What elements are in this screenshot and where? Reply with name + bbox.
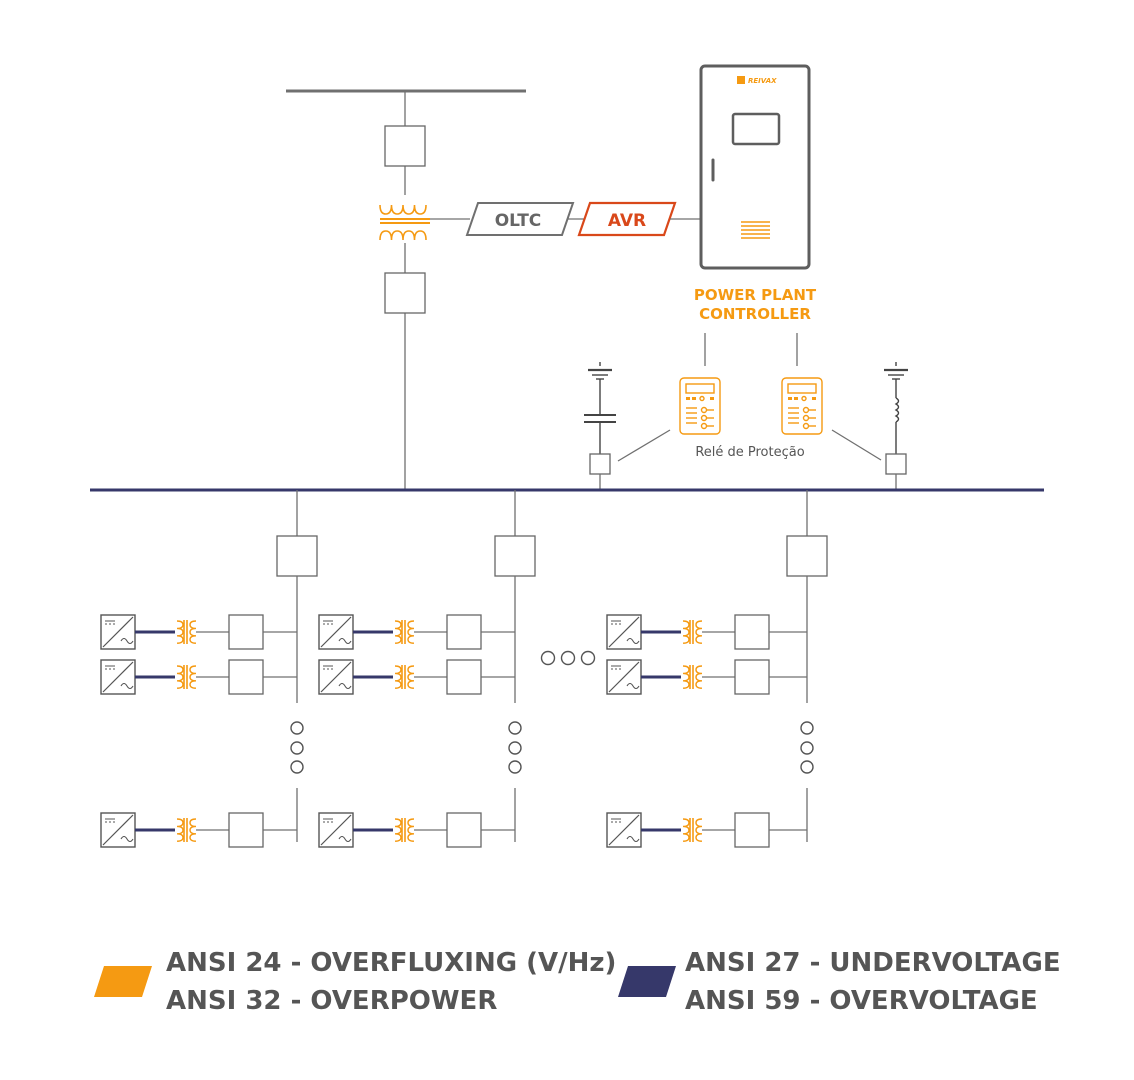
feeder-breaker <box>494 535 536 577</box>
legend-navy-line1: ANSI 27 - UNDERVOLTAGE <box>685 948 1061 978</box>
continuation-dot <box>508 760 522 774</box>
hv-breaker <box>384 125 426 167</box>
inverter-icon <box>606 659 642 695</box>
capacitor-bank-icon <box>584 362 616 454</box>
relay1-capacitor-link <box>617 429 671 462</box>
string-transformer-icon <box>176 818 197 842</box>
brand-logo-icon <box>737 76 745 84</box>
string-transformer-icon <box>682 818 703 842</box>
feeder-3 <box>606 490 828 848</box>
string-transformer-icon <box>682 665 703 689</box>
cabinet-screen <box>731 112 781 146</box>
brand-label: REIVAX <box>748 77 777 85</box>
string-breaker <box>446 614 482 650</box>
relay-label: Relé de Proteção <box>695 445 804 460</box>
controller-label-line1: POWER PLANT <box>694 286 817 304</box>
string-transformer-icon <box>394 818 415 842</box>
continuation-dot <box>290 721 304 735</box>
cabinet-vent-icon <box>741 221 770 239</box>
legend-swatch-orange <box>94 966 152 997</box>
string-breaker <box>734 812 770 848</box>
legend-text-navy: ANSI 27 - UNDERVOLTAGE ANSI 59 - OVERVOL… <box>685 944 1061 1020</box>
string-breaker <box>228 659 264 695</box>
string-breaker <box>228 812 264 848</box>
continuation-dot <box>800 741 814 755</box>
protection-relay-2-icon <box>781 377 823 435</box>
inverter-icon <box>318 812 354 848</box>
inverter-string <box>318 614 515 650</box>
string-breaker <box>446 659 482 695</box>
continuation-dot <box>508 721 522 735</box>
protection-relay-1-icon <box>679 377 721 435</box>
string-transformer-icon <box>176 620 197 644</box>
power-plant-controller-cabinet: REIVAX <box>699 64 811 270</box>
legend-orange-line2: ANSI 32 - OVERPOWER <box>166 986 498 1016</box>
feeder-breaker <box>276 535 318 577</box>
continuation-dot <box>800 721 814 735</box>
continuation-dot <box>800 760 814 774</box>
inverter-string <box>318 812 515 848</box>
inverter-string <box>100 659 297 695</box>
inverter-string <box>318 659 515 695</box>
mv-breaker <box>384 272 426 314</box>
legend-swatch-navy <box>618 966 676 997</box>
reactor-breaker <box>885 453 907 475</box>
diagram-canvas: OLTC AVR REIVAX POWER PLANT CONTROLLER <box>90 64 1044 848</box>
inverter-icon <box>318 659 354 695</box>
inverter-string <box>100 614 297 650</box>
controller-label-line2: CONTROLLER <box>699 305 811 323</box>
inverter-string <box>606 659 807 695</box>
continuation-dot <box>290 741 304 755</box>
legend-orange-line1: ANSI 24 - OVERFLUXING (V/Hz) <box>166 948 617 978</box>
reactor-icon <box>884 362 908 454</box>
string-transformer-icon <box>176 665 197 689</box>
relay2-reactor-link <box>831 429 882 461</box>
oltc-box <box>465 202 575 236</box>
oltc-label: OLTC <box>495 211 542 231</box>
string-breaker <box>734 614 770 650</box>
legend-text-orange: ANSI 24 - OVERFLUXING (V/Hz) ANSI 32 - O… <box>166 944 616 1020</box>
inverter-string <box>606 812 807 848</box>
continuation-dots-horizontal <box>540 650 596 666</box>
feeder-breaker <box>786 535 828 577</box>
string-breaker <box>228 614 264 650</box>
inverter-icon <box>318 614 354 650</box>
continuation-dot <box>290 760 304 774</box>
string-breaker <box>446 812 482 848</box>
string-transformer-icon <box>682 620 703 644</box>
feeder-1 <box>100 490 318 848</box>
inverter-icon <box>606 614 642 650</box>
main-transformer-icon <box>379 195 430 243</box>
avr-box <box>577 201 677 237</box>
string-transformer-icon <box>394 665 415 689</box>
inverter-icon <box>100 812 136 848</box>
inverter-icon <box>100 659 136 695</box>
inverter-icon <box>606 812 642 848</box>
inverter-icon <box>100 614 136 650</box>
string-transformer-icon <box>394 620 415 644</box>
feeder-2 <box>318 490 536 848</box>
capacitor-breaker <box>589 453 611 475</box>
avr-label: AVR <box>608 211 646 231</box>
inverter-string <box>100 812 297 848</box>
string-breaker <box>734 659 770 695</box>
legend-navy-line2: ANSI 59 - OVERVOLTAGE <box>685 986 1038 1016</box>
inverter-string <box>606 614 807 650</box>
continuation-dot <box>508 741 522 755</box>
